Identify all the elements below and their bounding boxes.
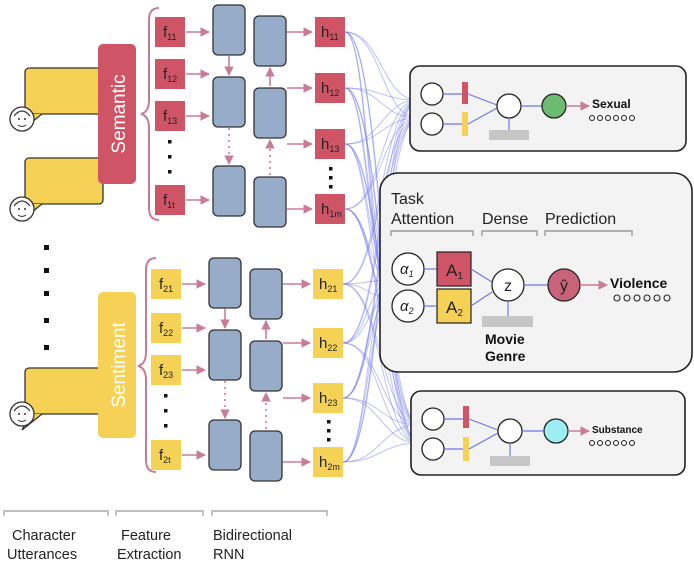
footer-labels: Character Utterances Feature Extraction … xyxy=(7,528,292,563)
rnn-cells-sentiment xyxy=(208,257,283,482)
svg-text:α1: α1 xyxy=(400,261,414,279)
svg-text:Substance: Substance xyxy=(592,425,643,436)
person-face-icon xyxy=(9,196,35,222)
connection-line xyxy=(342,342,420,444)
svg-text:h2m: h2m xyxy=(319,454,340,472)
svg-text:f21: f21 xyxy=(159,276,173,294)
output-panel-sexual: Sexual xyxy=(409,65,687,152)
svg-text:z: z xyxy=(504,278,512,295)
footer-brackets xyxy=(3,510,328,516)
svg-text:h12: h12 xyxy=(321,80,339,98)
svg-text:A2: A2 xyxy=(446,298,463,319)
feature-box-semantic: f13 xyxy=(155,101,185,131)
svg-text:α2: α2 xyxy=(400,298,414,316)
brace-icon xyxy=(137,257,157,473)
connection-line xyxy=(344,99,419,210)
svg-text:f11: f11 xyxy=(163,24,177,42)
svg-text:Feature: Feature xyxy=(121,528,171,544)
feature-box-semantic: f12 xyxy=(155,59,185,89)
recurrent-arrows xyxy=(220,56,275,429)
output-panel-substance: Substance xyxy=(410,390,686,476)
svg-text:h22: h22 xyxy=(319,335,337,353)
feature-ellipsis xyxy=(164,140,172,428)
character-utterances xyxy=(9,67,104,431)
hidden-box-semantic: h13 xyxy=(315,129,345,159)
svg-text:RNN: RNN xyxy=(213,547,244,563)
brace-icon xyxy=(140,7,160,221)
person-face-icon xyxy=(9,106,35,132)
hidden-ellipsis xyxy=(327,167,333,442)
connection-line xyxy=(344,117,419,210)
hidden-box-sentiment: h22 xyxy=(313,328,343,358)
svg-text:Movie: Movie xyxy=(485,331,525,347)
svg-text:Genre: Genre xyxy=(485,348,526,364)
svg-text:f22: f22 xyxy=(159,320,173,338)
svg-text:h1m: h1m xyxy=(321,201,342,219)
connection-line xyxy=(342,397,420,426)
connection-line xyxy=(344,87,419,119)
svg-text:h23: h23 xyxy=(319,390,337,408)
connection-line xyxy=(344,31,419,119)
connection-line xyxy=(342,397,420,444)
svg-text:Prediction: Prediction xyxy=(545,211,616,228)
feature-box-semantic: f1t xyxy=(155,185,185,215)
rnn-cells-semantic xyxy=(212,4,287,228)
vertical-ellipsis xyxy=(44,245,49,350)
svg-text:f2t: f2t xyxy=(159,447,171,465)
svg-text:Bidirectional: Bidirectional xyxy=(213,528,292,544)
hidden-box-semantic: h11 xyxy=(315,17,345,47)
feature-box-sentiment: f21 xyxy=(151,269,181,299)
rnn-to-hidden-arrows xyxy=(283,27,313,467)
svg-text:f13: f13 xyxy=(163,108,177,126)
svg-text:Dense: Dense xyxy=(482,211,528,228)
svg-text:Utterances: Utterances xyxy=(7,547,77,563)
hidden-box-sentiment: h21 xyxy=(313,269,343,299)
feature-box-sentiment: f2t xyxy=(151,440,181,470)
feature-to-rnn-arrows xyxy=(182,27,210,460)
svg-text:f23: f23 xyxy=(159,362,173,380)
svg-text:h21: h21 xyxy=(319,276,337,294)
hidden-box-sentiment: h2m xyxy=(313,447,343,477)
connection-line xyxy=(344,117,419,145)
svg-text:Semantic: Semantic xyxy=(109,74,130,153)
connection-line xyxy=(342,342,420,426)
output-panel-violence: Task Attention Dense Prediction α1 α2 A1… xyxy=(379,172,693,373)
speech-bubble-icon xyxy=(21,367,104,431)
svg-text:Character: Character xyxy=(12,528,76,544)
svg-text:Sexual: Sexual xyxy=(592,97,631,111)
connection-line xyxy=(344,31,419,101)
feature-box-semantic: f11 xyxy=(155,17,185,47)
hidden-box-semantic: h12 xyxy=(315,73,345,103)
svg-text:Task: Task xyxy=(391,191,425,208)
svg-text:f1t: f1t xyxy=(163,192,175,210)
person-face-icon xyxy=(9,401,35,427)
connection-line xyxy=(344,87,419,101)
connection-line xyxy=(342,442,420,463)
svg-text:f12: f12 xyxy=(163,66,177,84)
svg-text:A1: A1 xyxy=(446,261,463,282)
svg-text:Violence: Violence xyxy=(610,275,668,291)
hidden-box-sentiment: h23 xyxy=(313,383,343,413)
svg-text:Sentiment: Sentiment xyxy=(109,322,130,408)
hidden-box-semantic: h1m xyxy=(315,194,345,224)
svg-text:h11: h11 xyxy=(321,24,339,42)
sentiment-label: Sentiment xyxy=(98,292,136,438)
semantic-label: Semantic xyxy=(98,44,136,184)
feature-box-sentiment: f22 xyxy=(151,313,181,343)
svg-text:Extraction: Extraction xyxy=(117,547,181,563)
svg-text:h13: h13 xyxy=(321,136,339,154)
feature-box-sentiment: f23 xyxy=(151,355,181,385)
svg-text:Attention: Attention xyxy=(391,211,454,228)
connection-line xyxy=(342,424,420,463)
connection-line xyxy=(342,283,420,444)
connection-line xyxy=(344,99,419,145)
svg-text:ŷ: ŷ xyxy=(560,278,568,295)
